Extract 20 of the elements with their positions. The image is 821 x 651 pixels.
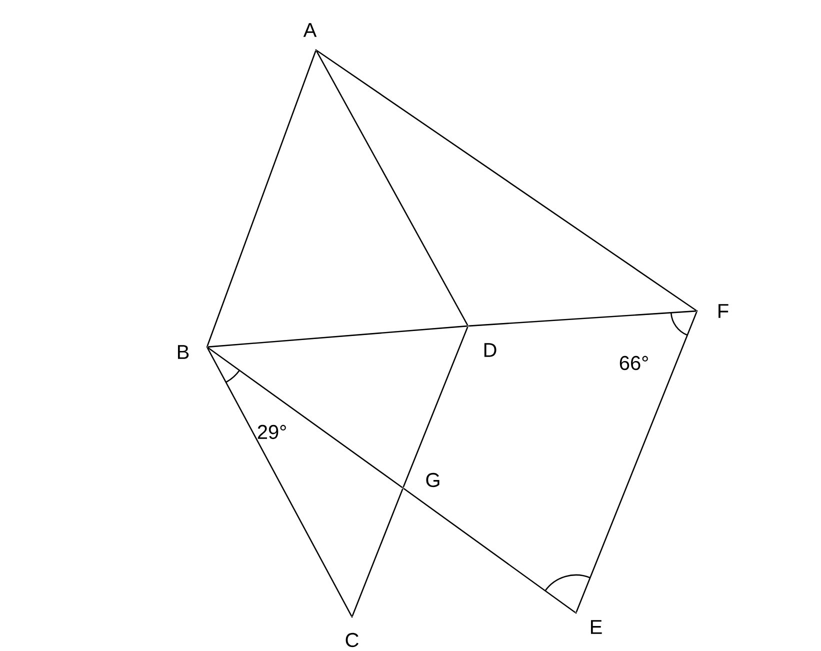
line-segment bbox=[208, 325, 468, 348]
line-segment bbox=[316, 50, 697, 312]
angle-label: 66° bbox=[620, 356, 648, 370]
line-segment bbox=[402, 326, 468, 488]
line-segment bbox=[207, 347, 403, 488]
point-label: F bbox=[718, 304, 728, 318]
line-segment bbox=[206, 50, 316, 346]
line-segment bbox=[576, 312, 698, 612]
line-segment bbox=[206, 348, 352, 617]
point-label: D bbox=[484, 343, 496, 357]
angle-label: 29° bbox=[258, 424, 286, 440]
point-label: B bbox=[178, 345, 189, 359]
line-segment bbox=[468, 310, 696, 327]
point-label: C bbox=[346, 632, 358, 648]
point-label: E bbox=[590, 620, 602, 634]
point-label: A bbox=[303, 23, 317, 37]
line-segment bbox=[316, 50, 468, 326]
line-segment bbox=[352, 488, 404, 616]
line-segment bbox=[403, 488, 576, 613]
point-label: G bbox=[426, 472, 440, 488]
